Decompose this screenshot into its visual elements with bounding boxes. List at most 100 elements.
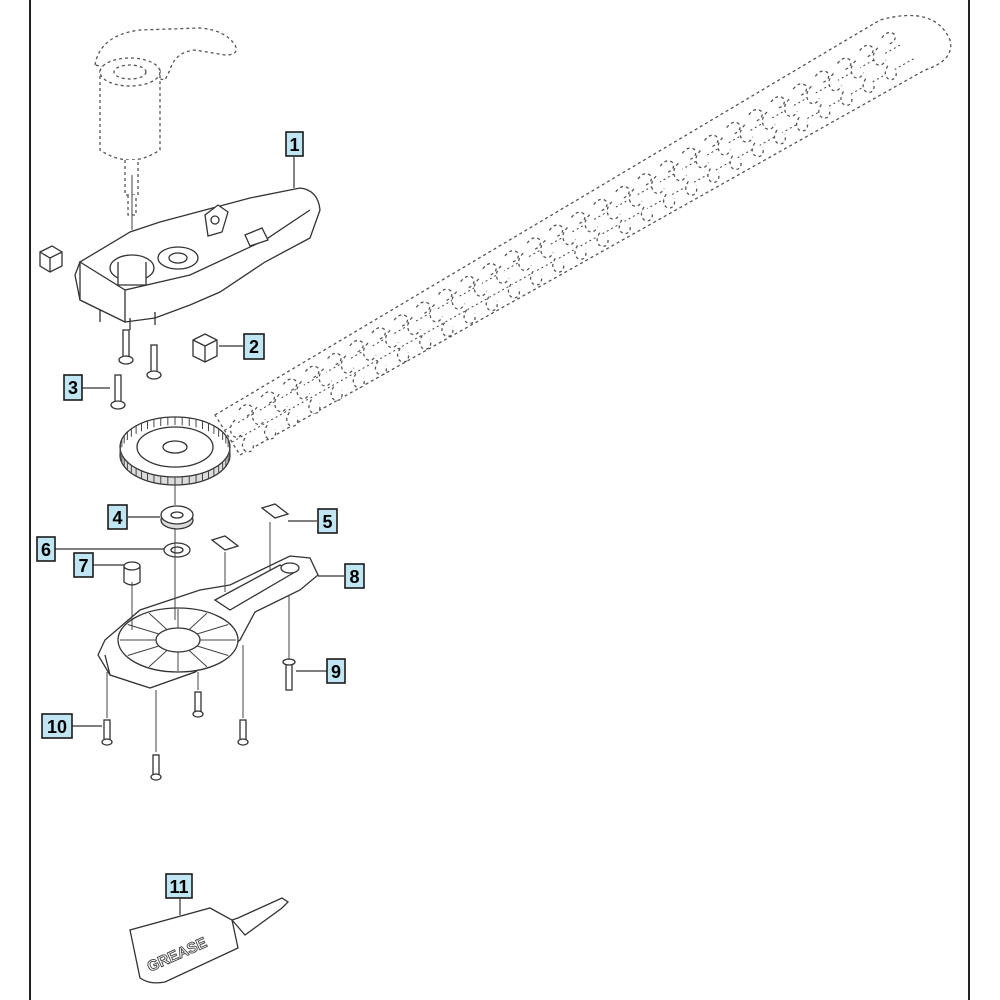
blade-tooth xyxy=(407,316,432,350)
callout-11: 11 xyxy=(165,873,193,899)
blade-tooth-upper xyxy=(792,83,808,96)
blade-tooth-upper xyxy=(260,391,276,404)
blade-tooth-upper xyxy=(615,185,630,199)
blade-tooth xyxy=(473,278,498,312)
plate-ribs xyxy=(120,609,236,671)
plate-rib xyxy=(196,624,229,635)
blade-tooth xyxy=(362,342,388,376)
callout-7: 7 xyxy=(73,552,94,578)
assembly-lines xyxy=(106,175,290,752)
screws-part-3 xyxy=(110,329,162,410)
blade-tooth xyxy=(673,162,698,196)
callout-10: 10 xyxy=(41,713,73,739)
blade-tooth-upper xyxy=(526,237,542,250)
blade-tooth xyxy=(650,175,676,209)
blade-tooth-upper xyxy=(814,70,830,83)
plate-rib xyxy=(148,650,168,668)
blade-tooth-upper xyxy=(393,314,409,327)
callout-1: 1 xyxy=(285,131,304,157)
blade-tooth xyxy=(451,291,476,325)
blade-tooth-upper xyxy=(349,339,364,353)
blade-tooth xyxy=(340,355,365,389)
blade-tooth xyxy=(251,406,277,440)
gear-housing xyxy=(74,187,321,330)
blade-tooth xyxy=(384,329,410,363)
blade-tooth-upper xyxy=(415,301,431,314)
blade-tooth-upper xyxy=(593,198,608,212)
blade-tooth xyxy=(429,304,454,338)
screws-part-10 xyxy=(101,691,249,781)
svg-text:2: 2 xyxy=(249,337,259,357)
callout-2: 2 xyxy=(243,333,265,360)
blade-tooth-upper xyxy=(726,121,741,135)
blade-tooth xyxy=(318,368,343,402)
blade-tooth-upper xyxy=(836,57,852,71)
svg-text:10: 10 xyxy=(47,717,67,737)
blade-tooth-upper xyxy=(282,378,298,391)
blade-tooth xyxy=(850,60,875,94)
part-2-square-nut xyxy=(192,333,218,363)
blade-tooth-upper xyxy=(681,147,697,160)
blade-tooth xyxy=(872,47,897,81)
blade-tooth-upper xyxy=(304,365,320,379)
bearing xyxy=(160,505,194,530)
blade-tooth xyxy=(606,201,631,235)
spacer-nuts xyxy=(39,245,63,273)
plate-rib xyxy=(196,645,229,656)
blade-tooth-upper xyxy=(703,134,719,148)
blade-tooth-upper xyxy=(570,211,586,225)
blade-tooth xyxy=(761,111,787,145)
blade-tooth-upper xyxy=(659,160,675,173)
blade-tooth-upper xyxy=(460,275,475,289)
blade-tooth xyxy=(296,381,321,415)
blade-teeth xyxy=(229,31,897,453)
svg-text:7: 7 xyxy=(78,556,88,576)
plate-rib xyxy=(127,624,160,635)
plate-rib xyxy=(127,645,160,656)
blade-tooth-upper xyxy=(482,262,497,276)
blade-tooth xyxy=(783,98,809,132)
blade-tooth-upper xyxy=(859,44,874,58)
blade-tooth xyxy=(628,188,654,222)
drive-gear xyxy=(119,416,231,486)
blade-tooth-upper xyxy=(881,31,896,45)
svg-text:8: 8 xyxy=(349,567,359,587)
svg-text:1: 1 xyxy=(289,135,299,155)
blade-tooth xyxy=(806,85,831,119)
drawing-frame xyxy=(29,0,970,1000)
blade-tooth xyxy=(739,124,764,158)
blade-tooth xyxy=(517,252,543,286)
washer xyxy=(163,542,191,558)
callout-9: 9 xyxy=(326,658,346,684)
blade-tooth xyxy=(229,419,255,453)
cutter-blade xyxy=(214,14,952,456)
plate-rib xyxy=(188,612,208,630)
blade-tooth-upper xyxy=(637,173,652,186)
blade-tooth-upper xyxy=(504,250,519,263)
gear-teeth xyxy=(119,417,231,485)
svg-text:6: 6 xyxy=(41,540,51,560)
blade-tooth xyxy=(695,150,720,184)
svg-text:4: 4 xyxy=(112,508,122,528)
base-plate xyxy=(97,555,319,689)
blade-tooth-upper xyxy=(327,352,342,366)
motor xyxy=(94,27,237,216)
blade-tooth-upper xyxy=(437,288,453,302)
plate-rib xyxy=(188,650,208,668)
blade-tooth-upper xyxy=(548,224,564,237)
blade-tooth-upper xyxy=(371,327,386,340)
grease-tube: GREASE xyxy=(129,897,290,984)
blade-tooth-upper xyxy=(748,108,763,122)
plate-rib xyxy=(148,612,168,630)
blade-tooth xyxy=(495,265,521,299)
screw-part-9 xyxy=(282,658,296,691)
callout-6: 6 xyxy=(36,536,56,562)
blade-tooth xyxy=(584,214,609,248)
blade-tooth xyxy=(274,393,299,427)
blade-tooth-upper xyxy=(770,96,785,109)
blade-tooth-upper xyxy=(238,404,253,417)
leader-lines xyxy=(55,157,344,915)
blade-tooth xyxy=(717,137,742,171)
callout-4: 4 xyxy=(107,504,128,530)
